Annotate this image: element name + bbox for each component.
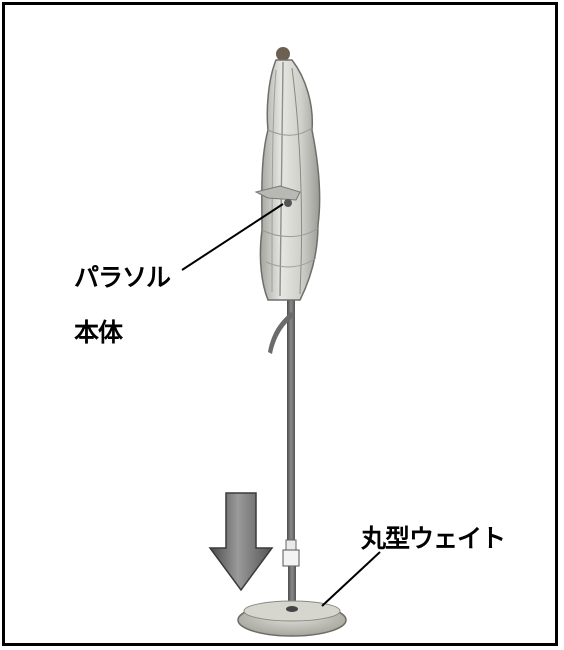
parasol-pole (287, 300, 295, 540)
weight-leader-line (321, 551, 381, 607)
round-weight-label: 丸型ウェイト (361, 524, 506, 553)
parasol-body-label-line2: 本体 (74, 318, 123, 347)
parasol-leader-line (181, 203, 284, 271)
down-arrow-icon (208, 492, 274, 592)
parasol-body-label-line1: パラソル (74, 263, 171, 292)
pole-insert (282, 539, 300, 610)
parasol-canopy (254, 47, 321, 354)
round-base-weight (237, 600, 347, 637)
